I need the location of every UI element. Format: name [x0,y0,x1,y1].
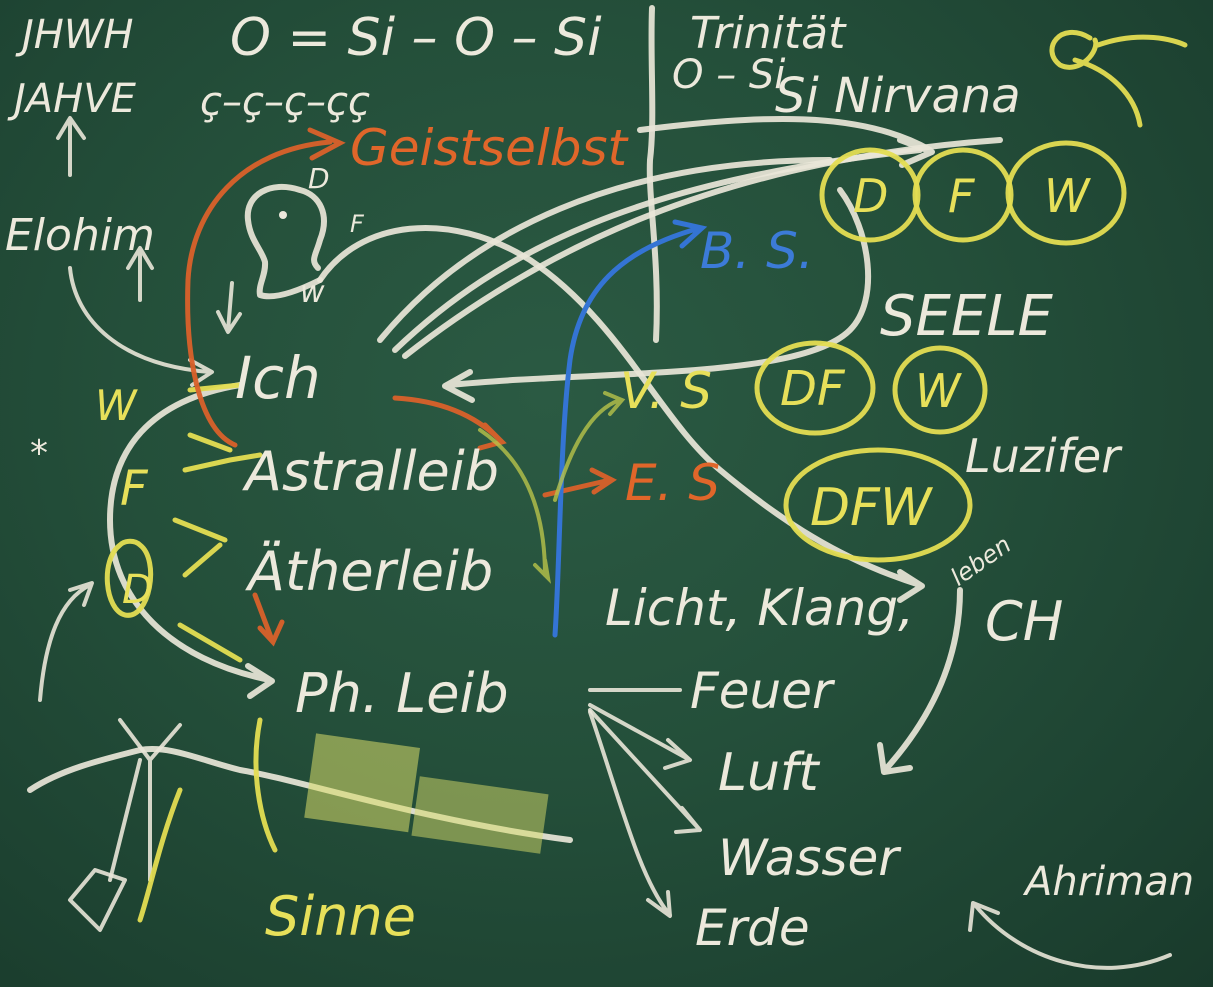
jahve-label: JAHVE [7,76,137,122]
sun-scribble [1052,32,1185,125]
head-f-label: F [350,210,365,238]
elohim-label: Elohim [5,210,155,261]
vs-label: V. S [620,362,712,420]
circle-df-text: DF [780,361,846,417]
figure-book [70,870,125,930]
circle-dfw-text: DFW [810,478,934,538]
formula-line-1: O = Si – O – Si [230,8,602,68]
ich-label: Ich [235,344,321,412]
geistselbst-label: Geistselbst [350,119,630,177]
figure-limbs [110,720,180,880]
ahriman-arrow [970,903,1170,968]
licht-klang-label: Licht, Klang, [605,579,914,637]
circle-w-mid-text: W [915,364,962,418]
feuer-label: Feuer [690,662,836,720]
ph-leib-label: Ph. Leib [295,662,509,725]
formula-line-2: ç–ç–ç–çç [200,79,370,125]
ahriman-label: Ahriman [1022,859,1194,905]
d-left-label: D [122,567,153,613]
astralleib-label: Astralleib [242,440,499,503]
w-left-label: W [95,381,138,430]
circle-d-text: D [853,169,888,223]
head-w-label: w [300,275,325,310]
yellow-block-1 [304,733,420,832]
divider-line [650,8,657,340]
eye-mark [279,211,287,219]
star-mark: * [30,433,48,474]
wasser-label: Wasser [718,829,902,887]
arrow-to-wasser [590,710,700,832]
jhwh-label: JHWH [15,12,134,58]
f-left-label: F [120,461,149,517]
ch-label: CH [985,590,1063,653]
circle-f-text: F [948,169,975,223]
arrow-up-jahve [58,118,84,175]
leben-label: leben [946,530,1017,591]
circle-w-text: W [1044,169,1091,223]
es-label: E. S [625,454,720,512]
luzifer-label: Luzifer [965,429,1123,483]
yellow-line-sinne [256,720,275,850]
erde-label: Erde [695,899,810,957]
yellow-ticks [175,385,260,660]
yellow-block-2 [411,776,548,854]
si-nirvana-label: Si Nirvana [775,68,1021,124]
yellow-line-left [140,790,180,920]
bs-label: B. S. [700,222,814,280]
luft-label: Luft [718,743,820,803]
arrow-head-ich [218,283,240,332]
sinne-label: Sinne [265,885,416,948]
o-si-label: O – Si [672,52,785,98]
aetherleib-label: Ätherleib [245,540,493,603]
seele-label: SEELE [880,284,1054,349]
orange-arrow-es [545,470,612,495]
head-d-label: D [308,162,330,195]
arrow-left-small [40,583,92,700]
